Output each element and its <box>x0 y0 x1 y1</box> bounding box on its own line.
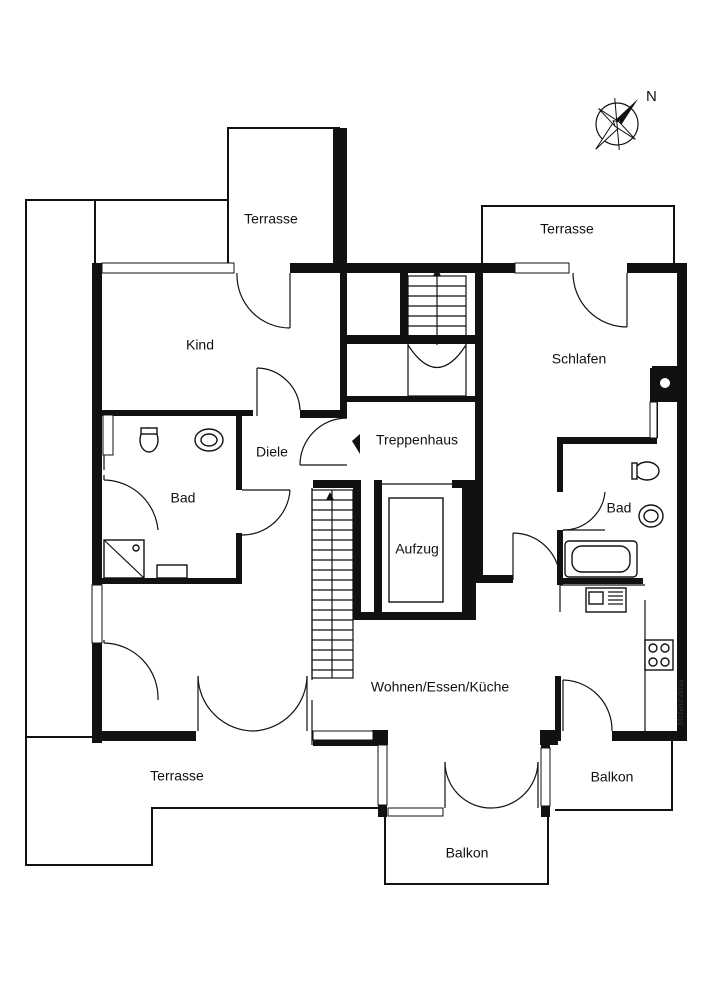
room-label-wohnen-essen-kueche: Wohnen/Essen/Küche <box>371 679 509 695</box>
room-label-balkon-right: Balkon <box>591 769 634 785</box>
windows <box>91 262 658 817</box>
stove-icon <box>644 639 674 671</box>
outdoor-outlines <box>25 127 675 885</box>
compass-north-label: N <box>646 88 657 105</box>
fixtures <box>103 378 674 671</box>
room-label-terrasse-bottom: Terrasse <box>150 768 204 784</box>
compass-icon <box>595 98 639 150</box>
doors <box>103 272 628 809</box>
room-label-terrasse-top-left: Terrasse <box>244 211 298 227</box>
room-label-bad-right: Bad <box>607 500 632 516</box>
room-label-kind: Kind <box>186 337 214 353</box>
room-label-bad-left: Bad <box>171 490 196 506</box>
room-label-terrasse-top-right: Terrasse <box>540 221 594 237</box>
room-label-treppenhaus: Treppenhaus <box>376 432 458 448</box>
room-labels: Terrasse Terrasse Kind Schlafen Diele Tr… <box>150 211 633 861</box>
brand-watermark: McGrundriss <box>676 680 685 725</box>
toilet-icon <box>634 461 660 481</box>
room-label-schlafen: Schlafen <box>552 351 606 367</box>
walls <box>92 128 687 817</box>
room-label-balkon-center: Balkon <box>446 845 489 861</box>
elevator <box>382 483 452 603</box>
room-label-aufzug: Aufzug <box>395 541 439 557</box>
stairs <box>311 268 467 679</box>
room-label-diele: Diele <box>256 444 288 460</box>
